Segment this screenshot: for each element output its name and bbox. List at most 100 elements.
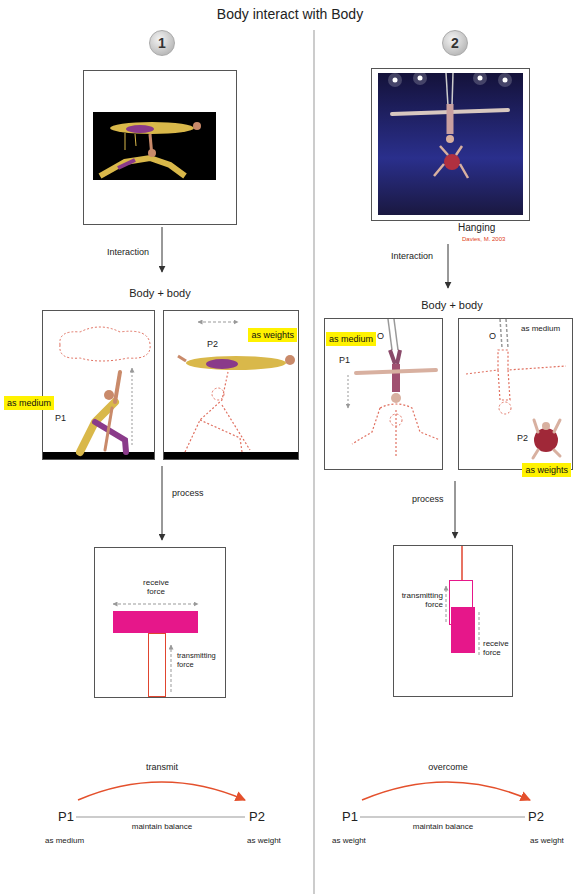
hanging-medium-figure — [390, 350, 400, 364]
photo-credit: Davies, M. 2003 — [462, 236, 505, 243]
photo-acrobats — [84, 71, 237, 225]
hanging-weight-figure — [499, 402, 511, 414]
hanging-weight-figure — [466, 319, 566, 458]
role-text: as weights — [251, 330, 294, 340]
photo-hanging — [434, 146, 468, 178]
balance-arc — [362, 782, 530, 800]
arc-label: overcome — [428, 762, 468, 772]
role-tag: as weights — [522, 463, 571, 477]
photo-acrobats — [118, 160, 135, 168]
t-shape — [171, 645, 172, 692]
balance-arc — [360, 782, 530, 817]
point-label: O — [489, 331, 496, 341]
arc-label: transmit — [146, 762, 178, 772]
hanging-medium-figure — [390, 414, 402, 426]
weight-figure — [186, 356, 286, 370]
weight-figure — [185, 372, 250, 452]
photo-acrobats — [84, 71, 237, 225]
divider — [314, 30, 315, 894]
role-text: as medium — [329, 334, 373, 344]
photo-acrobats — [135, 134, 136, 146]
photo-hanging — [446, 73, 448, 106]
point-name: P1 — [58, 810, 74, 825]
hanging-shape — [461, 546, 463, 580]
hanging-weight-figure — [506, 319, 508, 348]
photo-hanging — [503, 78, 508, 83]
t-shape — [113, 611, 198, 633]
weight-figure — [178, 356, 186, 361]
weight-figure — [163, 322, 299, 460]
weight-figure — [206, 359, 238, 369]
hanging-medium-figure — [348, 375, 349, 408]
weight-figure — [285, 355, 295, 365]
pose-panel: P2 as weights — [163, 310, 299, 460]
down-arrow — [455, 481, 456, 538]
photo-hanging — [413, 71, 427, 85]
photo-hanging — [378, 73, 523, 215]
hanging-medium-figure — [352, 404, 440, 458]
photo-hanging — [446, 135, 454, 143]
photo-hanging — [372, 69, 530, 221]
photo-acrobats — [93, 112, 216, 180]
pose-panel: O P1 as medium — [324, 318, 443, 470]
role-label: as medium — [45, 836, 84, 845]
hanging-medium-figure — [394, 319, 398, 350]
force-label: transmitting force — [399, 591, 443, 609]
down-arrow — [448, 244, 455, 538]
medium-figure — [80, 402, 115, 452]
role-text: as medium — [7, 398, 51, 408]
step-label: Interaction — [391, 251, 433, 261]
t-shape — [149, 634, 166, 697]
weight-figure — [163, 452, 299, 460]
process-box: receive forcetransmitting force — [94, 547, 226, 698]
role-text: as weights — [525, 465, 568, 475]
balance-arc — [76, 782, 245, 817]
balance-arc — [76, 817, 245, 818]
point-label: P1 — [55, 413, 66, 423]
point-label: P2 — [517, 433, 528, 443]
photo-acrobats — [193, 122, 201, 130]
diagram-title: Body interact with Body — [217, 6, 363, 22]
step-label: process — [172, 488, 204, 498]
section-number: 2 — [442, 30, 468, 56]
medium-figure — [132, 368, 133, 445]
photo-hanging — [498, 73, 512, 87]
point-label: P1 — [339, 355, 350, 365]
medium-figure — [115, 372, 120, 402]
down-arrow — [162, 466, 163, 540]
point-name: P2 — [249, 810, 265, 825]
photo-acrobats — [148, 149, 156, 157]
pose-panel: P1as medium — [42, 310, 155, 460]
photo-caption: Hanging — [458, 222, 495, 234]
hanging-shape — [446, 546, 479, 655]
role-tag: as medium — [4, 396, 54, 410]
medium-figure — [42, 327, 155, 460]
down-arrow — [162, 227, 163, 272]
photo-hanging — [444, 154, 460, 170]
point-name: P1 — [342, 810, 358, 825]
balance-label: maintain balance — [413, 822, 473, 831]
pair-label: Body + body — [129, 287, 190, 300]
balance-label: maintain balance — [132, 822, 192, 831]
medium-figure — [42, 452, 155, 460]
hanging-shape — [446, 586, 447, 622]
balance-arc — [78, 782, 245, 800]
force-label: transmitting force — [177, 652, 223, 669]
hanging-shape — [479, 612, 480, 655]
hanging-medium-figure — [391, 393, 401, 403]
process-box: transmitting forcereceive force — [393, 545, 513, 697]
hanging-weight-figure — [533, 420, 560, 458]
role-label: as weight — [332, 836, 366, 845]
point-label: O — [377, 331, 384, 341]
step-label: Interaction — [107, 247, 149, 257]
photo-hanging — [447, 104, 454, 134]
point-label: P2 — [207, 339, 218, 349]
photo-hanging — [473, 71, 487, 85]
hanging-medium-figure — [356, 370, 436, 373]
point-label: as medium — [521, 324, 560, 333]
weight-figure — [198, 322, 238, 323]
step-label: process — [412, 494, 444, 504]
medium-figure — [105, 408, 112, 450]
pair-label: Body + body — [421, 299, 482, 312]
